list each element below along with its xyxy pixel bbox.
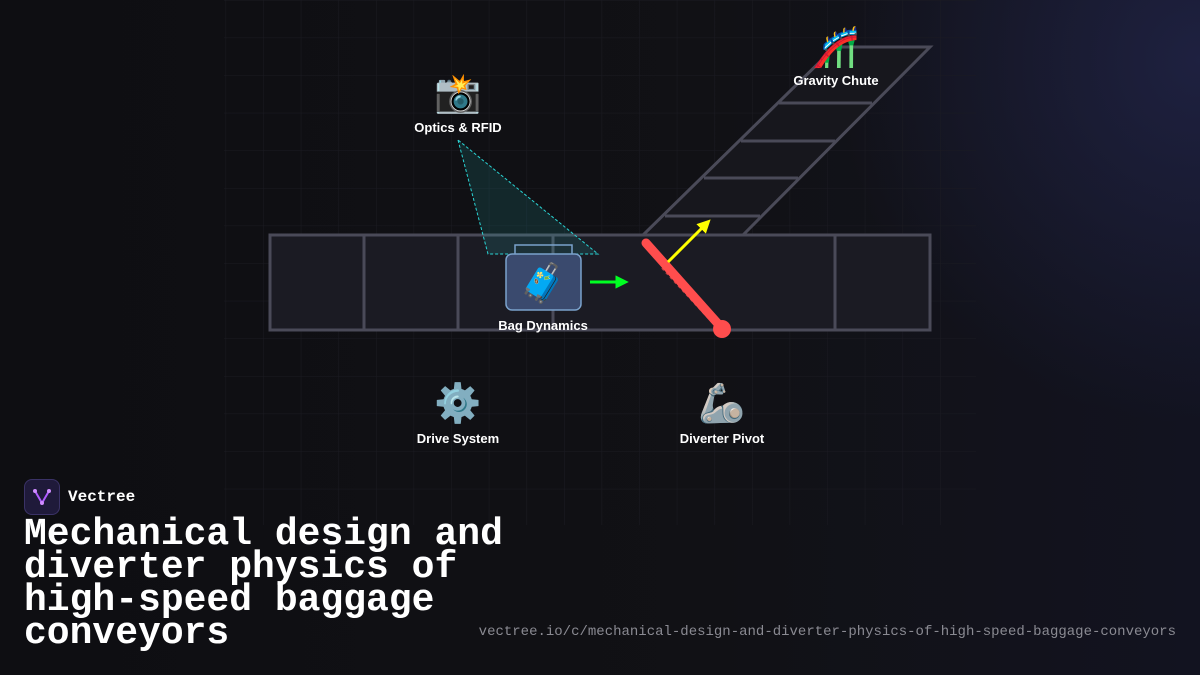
node-diverter: 🦾 Diverter Pivot [680, 381, 765, 446]
luggage-icon: 🧳 [519, 261, 566, 305]
node-optics-label: Optics & RFID [414, 120, 501, 135]
node-chute-label: Gravity Chute [793, 73, 878, 88]
page-title: Mechanical design and diverter physics o… [24, 513, 503, 655]
diverter-pivot-joint [713, 320, 731, 338]
node-bag-label: Bag Dynamics [498, 318, 588, 333]
vectree-logo-icon [24, 479, 60, 515]
camera-flash-icon: 📸 [434, 71, 481, 115]
gear-icon: ⚙️ [434, 381, 481, 425]
brand-name: Vectree [68, 488, 136, 506]
node-optics: 📸 Optics & RFID [414, 71, 501, 135]
node-drive: ⚙️ Drive System [417, 381, 499, 446]
brand: Vectree [24, 479, 135, 515]
mechanical-arm-icon: 🦾 [698, 381, 745, 425]
article-url[interactable]: vectree.io/c/mechanical-design-and-diver… [478, 624, 1176, 640]
baggage-item: 🧳 [505, 244, 582, 311]
roller-coaster-icon: 🎢 [812, 25, 859, 69]
main-conveyor-belt [268, 233, 932, 332]
divert-arrow [666, 219, 711, 264]
diverter-arm [641, 238, 731, 338]
node-chute: 🎢 Gravity Chute [793, 25, 878, 88]
node-diverter-label: Diverter Pivot [680, 431, 765, 446]
node-drive-label: Drive System [417, 431, 499, 446]
